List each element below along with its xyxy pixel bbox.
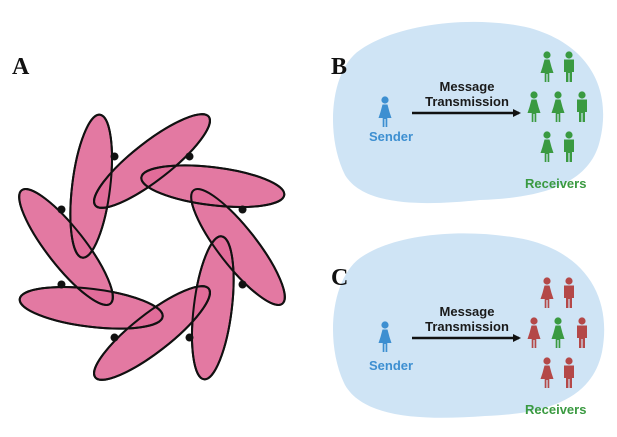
ring-node-dot bbox=[110, 333, 119, 342]
ring-node-dot bbox=[110, 152, 119, 161]
ring-ellipse-outline bbox=[69, 113, 113, 259]
person-female-icon bbox=[378, 96, 392, 127]
panel-c-letter: C bbox=[331, 265, 348, 291]
receiver-group-c bbox=[527, 277, 587, 388]
person-female-icon bbox=[527, 317, 541, 348]
sender-label-c: Sender bbox=[369, 358, 413, 373]
ring-node-dot bbox=[57, 205, 66, 214]
ring-ellipse-outline bbox=[140, 164, 286, 208]
person-female-icon bbox=[551, 317, 565, 348]
ring-ellipse-outline bbox=[191, 235, 235, 381]
ring-node-dot bbox=[238, 280, 247, 289]
sender-label-b: Sender bbox=[369, 129, 413, 144]
arrow-label-c-line2: Transmission bbox=[425, 319, 509, 334]
person-female-icon bbox=[540, 131, 554, 162]
person-male-icon bbox=[564, 51, 574, 82]
ring-node-dot bbox=[57, 280, 66, 289]
ring-ellipse-outline bbox=[190, 188, 286, 306]
panel-a-letter: A bbox=[12, 54, 30, 80]
person-female-icon bbox=[378, 321, 392, 352]
sender-person-icon bbox=[378, 321, 392, 352]
sender-person-icon bbox=[378, 96, 392, 127]
ring-node-dot bbox=[185, 152, 194, 161]
receivers-label-c: Receivers bbox=[525, 402, 586, 417]
arrow-label-b-line1: Message bbox=[440, 79, 495, 94]
person-male-icon bbox=[564, 277, 574, 308]
ring-ellipse-outline bbox=[93, 285, 211, 381]
person-male-icon bbox=[564, 357, 574, 388]
arrow-label-b-line2: Transmission bbox=[425, 94, 509, 109]
receivers-label-b: Receivers bbox=[525, 176, 586, 191]
person-male-icon bbox=[564, 131, 574, 162]
ring-node-dot bbox=[238, 205, 247, 214]
panel-c-blob bbox=[333, 233, 605, 418]
ring-ellipse-outline bbox=[18, 286, 164, 330]
person-male-icon bbox=[577, 91, 587, 122]
ring-ellipse-outline bbox=[18, 188, 114, 306]
panel-b-letter: B bbox=[331, 54, 347, 80]
ring-node-dot bbox=[185, 333, 194, 342]
person-female-icon bbox=[527, 91, 541, 122]
person-male-icon bbox=[577, 317, 587, 348]
person-female-icon bbox=[551, 91, 565, 122]
ring-ellipse-outline bbox=[93, 113, 211, 209]
arrow-label-c-line1: Message bbox=[440, 304, 495, 319]
person-female-icon bbox=[540, 51, 554, 82]
person-female-icon bbox=[540, 357, 554, 388]
receiver-group-b bbox=[527, 51, 587, 162]
elliptic-ring-graph bbox=[18, 113, 286, 381]
person-female-icon bbox=[540, 277, 554, 308]
